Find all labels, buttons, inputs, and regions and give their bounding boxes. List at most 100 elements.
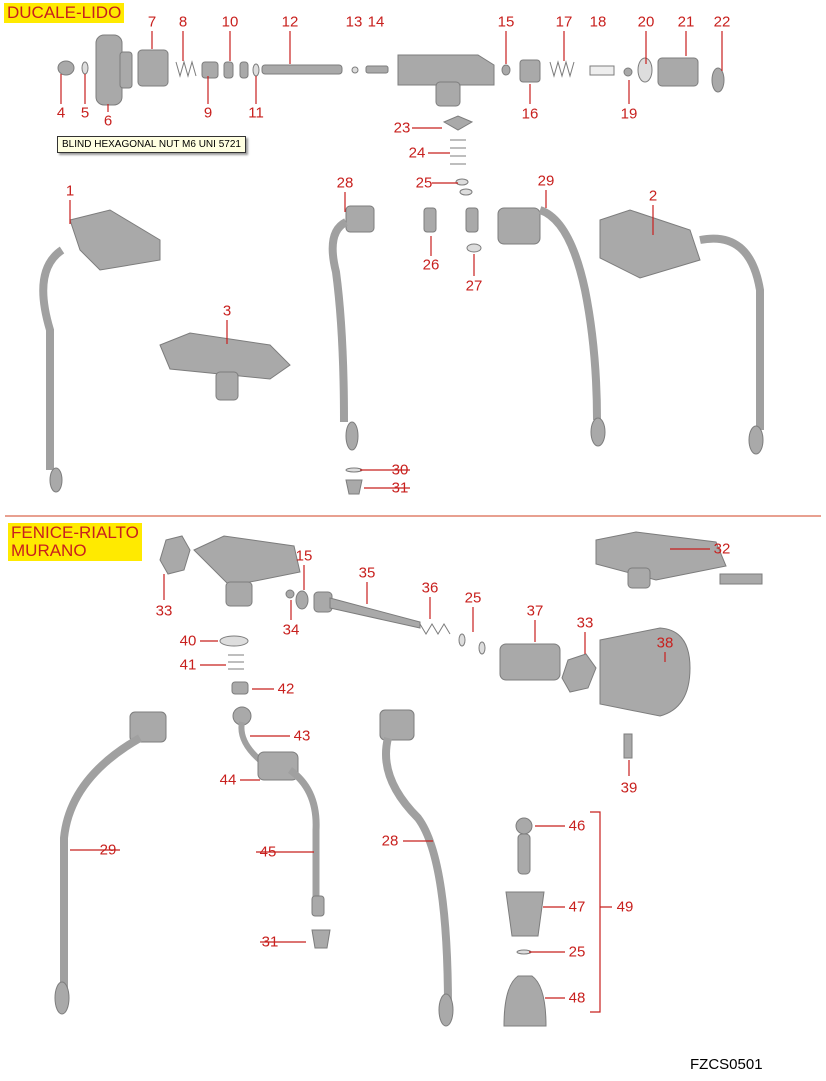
part-number-label[interactable]: 12 bbox=[281, 13, 299, 31]
part-number-label[interactable]: 49 bbox=[616, 898, 634, 916]
part-number-label[interactable]: 13 bbox=[345, 13, 363, 31]
part-number-label[interactable]: 1 bbox=[65, 182, 75, 200]
part-number-label[interactable]: 8 bbox=[178, 13, 188, 31]
ring-part-34 bbox=[285, 589, 295, 599]
part-number-label[interactable]: 24 bbox=[408, 144, 426, 162]
wand-part-45 bbox=[287, 767, 320, 910]
nut-part-33-right bbox=[561, 653, 597, 693]
part-number-label[interactable]: 25 bbox=[568, 943, 586, 961]
pin-part-14 bbox=[365, 65, 389, 74]
part-number-label[interactable]: 25 bbox=[415, 174, 433, 192]
part-number-label[interactable]: 32 bbox=[713, 540, 731, 558]
nut-part-7 bbox=[137, 49, 169, 87]
section-title-line2: MURANO bbox=[11, 541, 87, 560]
part-number-label[interactable]: 43 bbox=[293, 727, 311, 745]
valve-part-32 bbox=[595, 531, 727, 581]
part-number-label[interactable]: 3 bbox=[222, 302, 232, 320]
part-number-label[interactable]: 26 bbox=[422, 256, 440, 274]
tip-part-31 bbox=[345, 479, 363, 495]
part-number-label[interactable]: 33 bbox=[576, 614, 594, 632]
part-number-label[interactable]: 28 bbox=[381, 832, 399, 850]
part-number-label[interactable]: 33 bbox=[155, 602, 173, 620]
part-number-label[interactable]: 37 bbox=[526, 602, 544, 620]
spring-part-17 bbox=[549, 60, 575, 78]
seal-part-10 bbox=[223, 61, 234, 79]
filter-part-18 bbox=[589, 65, 615, 76]
cap-part-4 bbox=[57, 60, 75, 76]
part-number-label[interactable]: 2 bbox=[648, 187, 658, 205]
wand-right bbox=[699, 234, 764, 430]
part-number-label[interactable]: 30 bbox=[391, 461, 409, 479]
part-number-label[interactable]: 44 bbox=[219, 771, 237, 789]
part-number-label[interactable]: 16 bbox=[521, 105, 539, 123]
part-number-label[interactable]: 10 bbox=[221, 13, 239, 31]
body-part-37 bbox=[499, 643, 561, 681]
part-number-label[interactable]: 15 bbox=[497, 13, 515, 31]
nut-wand-28 bbox=[345, 205, 375, 233]
part-number-label[interactable]: 38 bbox=[656, 634, 674, 652]
part-number-label[interactable]: 25 bbox=[464, 589, 482, 607]
part-number-label[interactable]: 47 bbox=[568, 898, 586, 916]
assembly-part-1 bbox=[69, 209, 161, 271]
part-number-label[interactable]: 15 bbox=[295, 547, 313, 565]
part-number-label[interactable]: 6 bbox=[103, 112, 113, 130]
part-number-label[interactable]: 5 bbox=[80, 104, 90, 122]
part-number-label[interactable]: 9 bbox=[203, 104, 213, 122]
part-number-label[interactable]: 29 bbox=[537, 172, 555, 190]
valve-body-top bbox=[397, 54, 495, 86]
pin-part-39 bbox=[623, 733, 633, 759]
part-number-label[interactable]: 42 bbox=[277, 680, 295, 698]
tip-part-31b bbox=[311, 929, 331, 949]
part-number-label[interactable]: 22 bbox=[713, 13, 731, 31]
part-number-label[interactable]: 46 bbox=[568, 817, 586, 835]
connector-part-21 bbox=[657, 57, 699, 87]
part-number-label[interactable]: 21 bbox=[677, 13, 695, 31]
wand-part-29b bbox=[60, 734, 142, 988]
part-number-label[interactable]: 20 bbox=[637, 13, 655, 31]
knob-part-38 bbox=[599, 627, 691, 717]
part-number-label[interactable]: 29 bbox=[99, 841, 117, 859]
ring-part-13 bbox=[351, 66, 359, 74]
part-number-label[interactable]: 34 bbox=[282, 621, 300, 639]
part-number-label[interactable]: 4 bbox=[56, 104, 66, 122]
part-number-label[interactable]: 31 bbox=[391, 479, 409, 497]
part-number-label[interactable]: 11 bbox=[248, 104, 264, 122]
ring-part-40 bbox=[219, 635, 249, 647]
washer-part-27 bbox=[466, 243, 482, 253]
part-number-label[interactable]: 14 bbox=[367, 13, 385, 31]
part-number-label[interactable]: 35 bbox=[358, 564, 376, 582]
section-title-ducale-lido: DUCALE-LIDO bbox=[4, 3, 125, 23]
nut-part-33-left bbox=[159, 535, 191, 575]
gasket-part-20 bbox=[637, 57, 653, 83]
section-divider bbox=[5, 515, 821, 517]
part-number-label[interactable]: 31 bbox=[261, 933, 279, 951]
part-number-label[interactable]: 28 bbox=[336, 174, 354, 192]
washer-part-5 bbox=[81, 61, 89, 75]
shaft-part-12 bbox=[261, 64, 343, 75]
nut-part-22 bbox=[711, 67, 725, 93]
part-number-label[interactable]: 39 bbox=[620, 779, 638, 797]
spring-part-24 bbox=[450, 139, 466, 165]
part-number-label[interactable]: 36 bbox=[421, 579, 439, 597]
spring-part-8 bbox=[175, 60, 197, 78]
part-number-label[interactable]: 19 bbox=[620, 105, 638, 123]
part-number-label[interactable]: 45 bbox=[259, 843, 277, 861]
part-number-label[interactable]: 23 bbox=[393, 119, 411, 137]
part-number-label[interactable]: 27 bbox=[465, 277, 483, 295]
cover-part-48 bbox=[503, 975, 547, 1027]
part-number-label[interactable]: 48 bbox=[568, 989, 586, 1007]
knob-part-6 bbox=[95, 34, 123, 106]
part-number-label[interactable]: 7 bbox=[147, 13, 157, 31]
nut-wand-29b bbox=[129, 711, 167, 743]
seat-part-42 bbox=[231, 681, 249, 695]
leader-lines bbox=[60, 31, 723, 1013]
ring-part-15 bbox=[501, 64, 511, 76]
part-number-label[interactable]: 41 bbox=[179, 656, 197, 674]
part-number-label[interactable]: 40 bbox=[179, 632, 197, 650]
part-number-label[interactable]: 17 bbox=[555, 13, 573, 31]
part-number-label[interactable]: 18 bbox=[589, 13, 607, 31]
wand-part-29 bbox=[538, 206, 601, 421]
shaft-part-35 bbox=[329, 597, 421, 629]
valve-part-26 bbox=[423, 207, 437, 233]
assembly-part-3 bbox=[159, 332, 291, 380]
